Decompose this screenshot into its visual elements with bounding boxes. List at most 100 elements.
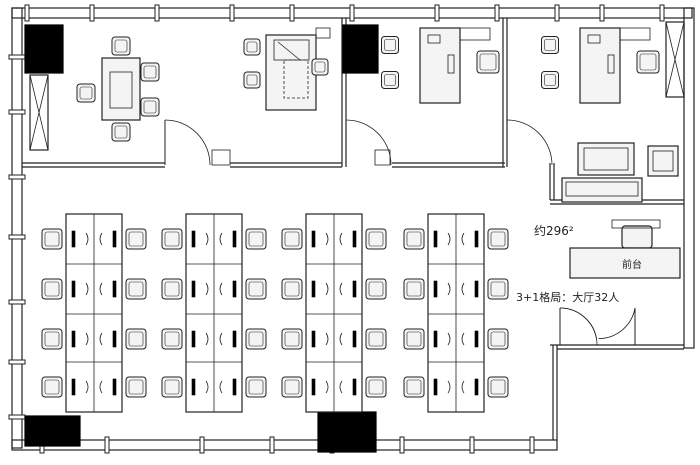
window-mullion: [8, 174, 26, 180]
window-mullion: [529, 436, 535, 454]
keyboard-arc: [447, 332, 451, 346]
chair-seat: [161, 228, 183, 250]
side-desk: [265, 34, 317, 111]
window-mullion: [104, 436, 110, 454]
chair-cushion: [143, 100, 157, 114]
door-jamb: [374, 149, 391, 166]
monitor: [352, 230, 357, 248]
chair-cushion: [490, 331, 506, 347]
workstation-chair: [365, 228, 387, 250]
keyboard-arc: [461, 282, 465, 296]
reception-chair-back: [611, 219, 661, 229]
office-desk-return: [619, 27, 651, 41]
chair-cushion: [639, 53, 657, 71]
workstation-chair: [403, 278, 425, 300]
chair-cushion: [406, 331, 422, 347]
window-mullion: [199, 436, 205, 454]
chair-cushion: [128, 281, 144, 297]
monitor: [352, 280, 357, 298]
private-office-1: [381, 27, 500, 104]
workstation-chair: [487, 376, 509, 398]
chair-seat: [245, 278, 267, 300]
chair-seat: [76, 83, 96, 103]
window-mullion: [434, 4, 440, 22]
workstation-cluster: [281, 213, 387, 413]
chair-cushion: [128, 231, 144, 247]
monitor: [427, 34, 441, 44]
window-mullion: [229, 4, 235, 22]
monitor: [232, 230, 237, 248]
chair-seat: [125, 328, 147, 350]
chair-cushion: [314, 61, 326, 73]
monitor: [474, 280, 479, 298]
monitor: [433, 280, 438, 298]
chair-seat: [311, 58, 329, 76]
workstation-chair: [281, 376, 303, 398]
monitor: [232, 280, 237, 298]
chair-cushion: [384, 39, 396, 51]
chair-seat: [161, 328, 183, 350]
workstation-chair: [125, 278, 147, 300]
chair-cushion: [368, 331, 384, 347]
chair-cushion: [164, 331, 180, 347]
keyboard-arc: [85, 232, 89, 246]
chair-seat: [111, 36, 131, 56]
workstation-chair: [487, 328, 509, 350]
chair-seat: [140, 97, 160, 117]
reception-chair: [621, 225, 653, 249]
chair-cushion: [490, 231, 506, 247]
desk-return: [283, 59, 309, 99]
keyboard-arc: [447, 380, 451, 394]
reception: [561, 142, 681, 279]
chair-seat: [381, 36, 399, 54]
window-mullion: [8, 414, 26, 420]
window-mullion: [599, 4, 605, 22]
window-mullion: [154, 4, 160, 22]
chair-cushion: [284, 281, 300, 297]
workstation-chair: [161, 328, 183, 350]
guest-chair: [541, 71, 559, 89]
chair-cushion: [128, 379, 144, 395]
open-workspace: [41, 213, 509, 413]
workstation-chair: [365, 278, 387, 300]
window-mullion: [8, 359, 26, 365]
monitor: [352, 330, 357, 348]
chair-cushion: [368, 281, 384, 297]
right-wall: [683, 7, 695, 349]
chair-seat: [487, 328, 509, 350]
chair-cushion: [164, 231, 180, 247]
window-mullion: [8, 234, 26, 240]
chair-seat: [487, 376, 509, 398]
keyboard-arc: [339, 380, 343, 394]
monitor: [232, 378, 237, 396]
area-label: 约296²: [534, 224, 574, 238]
window-mullion: [24, 4, 30, 22]
office-chair: [636, 50, 660, 74]
chair-seat: [161, 376, 183, 398]
chair-cushion: [44, 331, 60, 347]
chair-seat: [541, 71, 559, 89]
armchair-cushion: [652, 150, 674, 172]
monitor: [191, 378, 196, 396]
workstation-chair: [281, 278, 303, 300]
side-chair: [243, 71, 261, 89]
workstation-chair: [365, 328, 387, 350]
workstation-chair: [161, 376, 183, 398]
chair-cushion: [164, 281, 180, 297]
workstation-chair: [281, 228, 303, 250]
workstation-cluster: [403, 213, 509, 413]
meeting-chair: [111, 36, 131, 56]
chair-seat: [41, 328, 63, 350]
keyboard-arc: [219, 332, 223, 346]
workstation-chair: [403, 228, 425, 250]
keyboard-arc: [339, 332, 343, 346]
chair-cushion: [164, 379, 180, 395]
chair-cushion: [284, 331, 300, 347]
monitor: [311, 230, 316, 248]
workstation-cluster: [41, 213, 147, 413]
chair-cushion: [406, 231, 422, 247]
chair-cushion: [544, 74, 556, 86]
workstation-chair: [41, 328, 63, 350]
window-mullion: [349, 4, 355, 22]
chair-seat: [636, 50, 660, 74]
